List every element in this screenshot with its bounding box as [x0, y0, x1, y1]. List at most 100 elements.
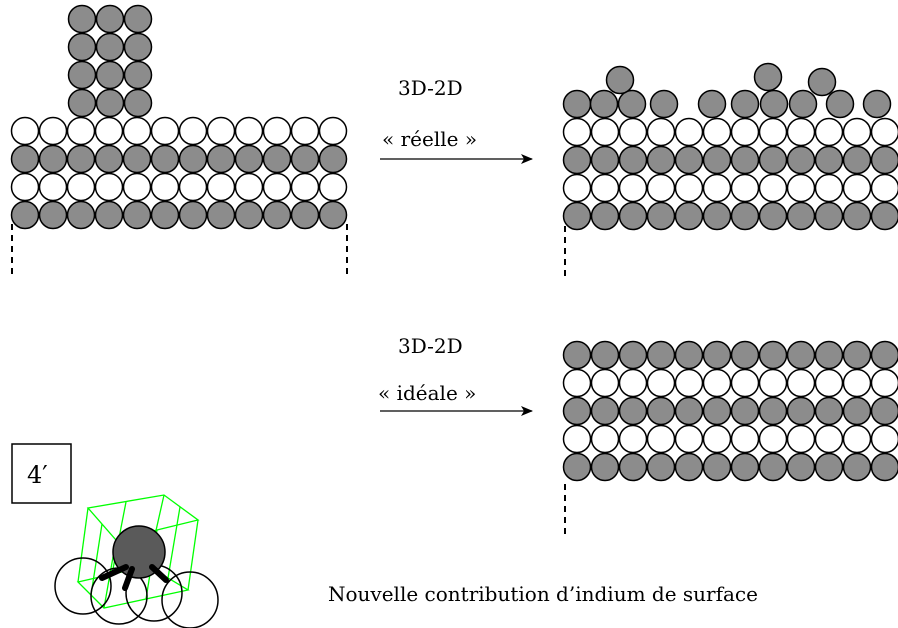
island-atom	[67, 32, 97, 62]
real-layer-filled-atom	[674, 145, 704, 175]
real-transition-subtitle: « réelle »	[382, 127, 477, 151]
real-2d-surface	[562, 62, 898, 231]
ideal-layer-empty-atom	[730, 424, 760, 454]
ideal-layer-filled-atom	[758, 396, 788, 426]
ideal-transition-subtitle: « idéale »	[378, 381, 476, 405]
ideal-layer-empty-atom	[842, 368, 872, 398]
ideal-layer-filled-atom	[814, 340, 844, 370]
real-layer-empty-atom	[674, 173, 704, 203]
real-layer-empty-atom	[562, 173, 592, 203]
ideal-layer-empty-atom	[842, 424, 872, 454]
surface-atom	[759, 89, 789, 119]
real-layer-empty-atom	[842, 117, 872, 147]
ideal-layer-empty-atom	[674, 424, 704, 454]
ideal-layer-filled-atom	[618, 452, 648, 482]
ideal-layer-filled-atom	[562, 340, 592, 370]
substrate-empty-atom	[262, 116, 292, 146]
ideal-layer-filled-atom	[814, 452, 844, 482]
surface-atom	[730, 89, 760, 119]
ideal-layer-filled-atom	[814, 396, 844, 426]
ideal-layer-filled-atom	[618, 340, 648, 370]
real-layer-empty-atom	[646, 173, 676, 203]
real-layer-empty-atom	[730, 117, 760, 147]
ideal-layer-filled-atom	[702, 396, 732, 426]
island-atom	[67, 4, 97, 34]
substrate-empty-atom	[122, 116, 152, 146]
substrate-empty-atom	[66, 172, 96, 202]
island-atom	[67, 88, 97, 118]
island-atom	[95, 60, 125, 90]
real-layer-filled-atom	[618, 201, 648, 231]
ideal-layer-filled-atom	[702, 452, 732, 482]
ideal-2d-surface	[562, 340, 898, 482]
real-layer-filled-atom	[646, 145, 676, 175]
ideal-layer-empty-atom	[786, 368, 816, 398]
ideal-layer-filled-atom	[758, 452, 788, 482]
surface-atom	[788, 89, 818, 119]
ideal-transition-title: 3D-2D	[398, 334, 463, 358]
ideal-layer-filled-atom	[730, 452, 760, 482]
substrate-filled-atom	[10, 144, 40, 174]
substrate-empty-atom	[206, 172, 236, 202]
island-atom	[123, 60, 153, 90]
substrate-empty-atom	[234, 172, 264, 202]
real-layer-empty-atom	[674, 117, 704, 147]
substrate-empty-atom	[318, 116, 348, 146]
ideal-layer-empty-atom	[590, 424, 620, 454]
substrate-empty-atom	[206, 116, 236, 146]
island-atom	[95, 32, 125, 62]
substrate-filled-atom	[234, 200, 264, 230]
real-layer-filled-atom	[786, 145, 816, 175]
substrate-empty-atom	[38, 116, 68, 146]
real-layer-filled-atom	[814, 145, 844, 175]
ideal-layer-empty-atom	[870, 368, 898, 398]
ideal-layer-empty-atom	[562, 368, 592, 398]
real-layer-filled-atom	[758, 201, 788, 231]
real-layer-empty-atom	[618, 173, 648, 203]
real-layer-filled-atom	[702, 201, 732, 231]
ideal-layer-empty-atom	[618, 424, 648, 454]
ideal-layer-filled-atom	[646, 452, 676, 482]
real-layer-filled-atom	[730, 145, 760, 175]
ideal-layer-filled-atom	[786, 452, 816, 482]
substrate-filled-atom	[234, 144, 264, 174]
substrate-filled-atom	[66, 200, 96, 230]
surface-atom	[825, 89, 855, 119]
surface-atom	[562, 89, 592, 119]
ideal-layer-filled-atom	[730, 340, 760, 370]
substrate-empty-atom	[94, 116, 124, 146]
substrate-filled-atom	[38, 144, 68, 174]
ideal-layer-empty-atom	[786, 424, 816, 454]
substrate-empty-atom	[318, 172, 348, 202]
substrate-empty-atom	[290, 172, 320, 202]
ideal-layer-empty-atom	[814, 424, 844, 454]
substrate-filled-atom	[94, 144, 124, 174]
island-atom	[123, 32, 153, 62]
island-atom	[95, 4, 125, 34]
substrate-empty-atom	[150, 116, 180, 146]
ideal-layer-filled-atom	[618, 396, 648, 426]
initial-3d-stack	[10, 4, 348, 230]
ideal-layer-filled-atom	[674, 340, 704, 370]
ideal-layer-filled-atom	[590, 452, 620, 482]
substrate-filled-atom	[66, 144, 96, 174]
ideal-layer-filled-atom	[786, 340, 816, 370]
substrate-empty-atom	[290, 116, 320, 146]
real-layer-empty-atom	[814, 117, 844, 147]
ideal-layer-filled-atom	[842, 396, 872, 426]
surface-atom	[589, 89, 619, 119]
substrate-filled-atom	[122, 144, 152, 174]
substrate-filled-atom	[178, 144, 208, 174]
ideal-layer-filled-atom	[842, 340, 872, 370]
real-layer-filled-atom	[674, 201, 704, 231]
substrate-filled-atom	[206, 200, 236, 230]
real-layer-filled-atom	[562, 201, 592, 231]
real-layer-empty-atom	[702, 173, 732, 203]
real-layer-empty-atom	[758, 117, 788, 147]
ideal-layer-filled-atom	[646, 340, 676, 370]
substrate-filled-atom	[94, 200, 124, 230]
real-layer-empty-atom	[590, 173, 620, 203]
ideal-layer-empty-atom	[730, 368, 760, 398]
real-layer-empty-atom	[758, 173, 788, 203]
